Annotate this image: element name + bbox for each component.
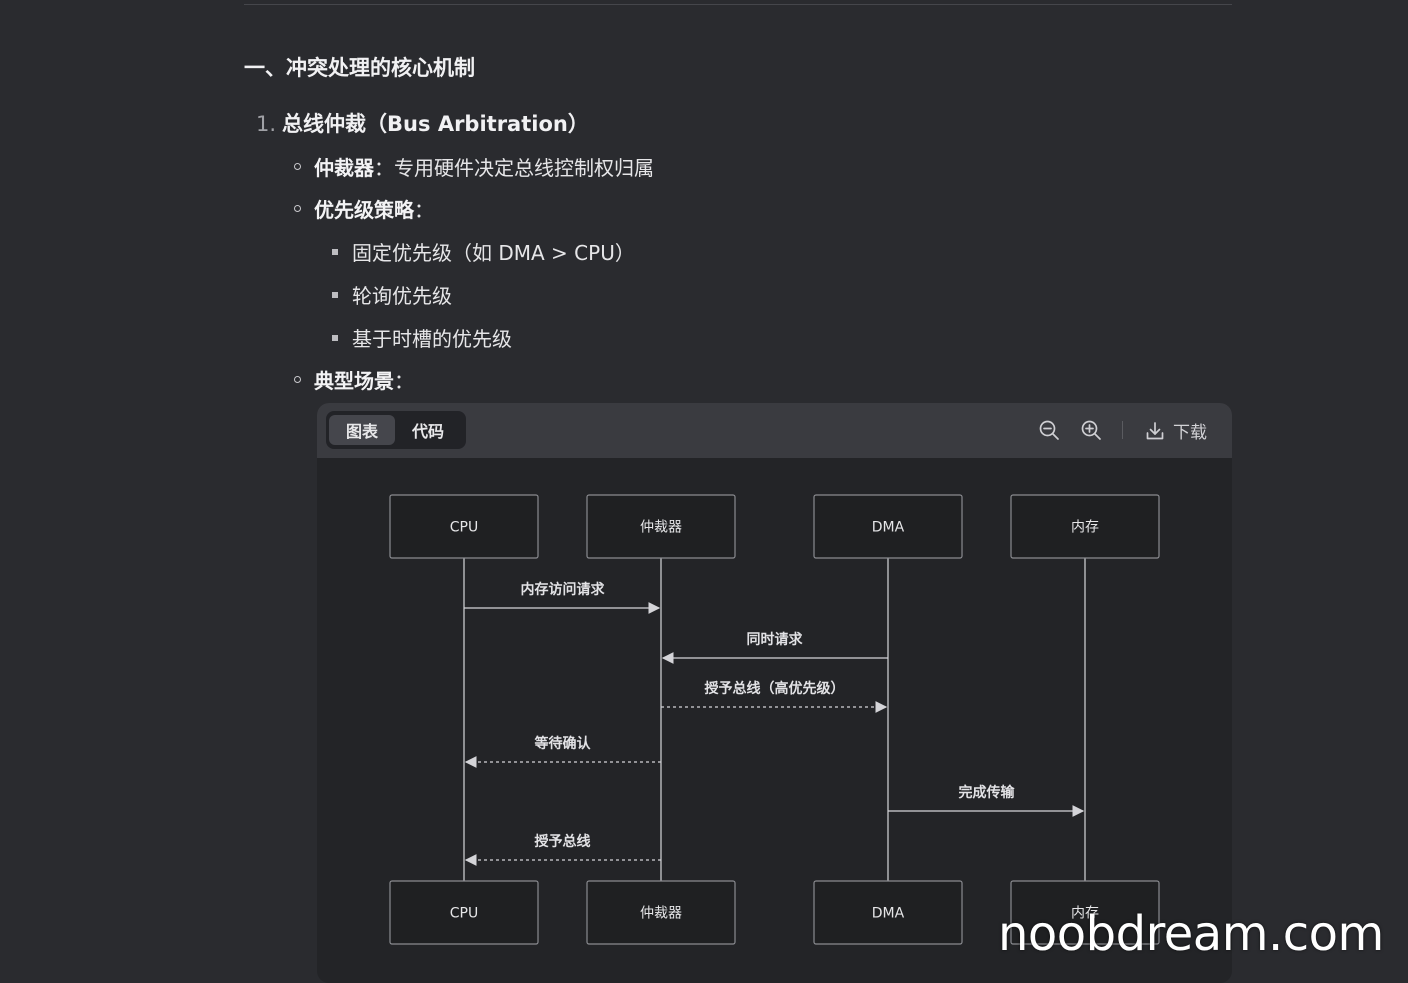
section-heading: 一、冲突处理的核心机制: [244, 56, 475, 80]
tab-chart[interactable]: 图表: [329, 415, 395, 445]
sub-bullet-round-robin: 轮询优先级: [332, 280, 452, 309]
bullet-text: ：: [394, 369, 414, 393]
participant-label: 内存: [1071, 520, 1099, 536]
list-item-title: 总线仲裁（Bus Arbitration）: [282, 112, 589, 136]
bullet-text: ：: [414, 198, 434, 222]
participant-rect: [389, 880, 539, 945]
sub-bullet-text: 基于时槽的优先级: [352, 327, 512, 351]
participant-box: 内存: [1010, 494, 1160, 559]
bullet-item-scenario: 典型场景：: [294, 365, 414, 394]
message-label: 授予总线（高优先级）: [705, 680, 845, 697]
sub-bullet-text: 轮询优先级: [352, 284, 452, 308]
circle-bullet-icon: [294, 376, 301, 383]
tab-code[interactable]: 代码: [411, 422, 444, 441]
bullet-item-arbiter: 仲裁器：专用硬件决定总线控制权归属: [294, 152, 654, 181]
bullet-term: 优先级策略: [314, 198, 414, 222]
participant-rect: [813, 494, 963, 559]
sub-bullet-fixed: 固定优先级（如 DMA > CPU）: [332, 237, 635, 266]
participant-box: CPU: [389, 494, 539, 559]
participant-box: CPU: [389, 880, 539, 945]
message-label: 完成传输: [959, 784, 1016, 801]
participant-label: CPU: [450, 520, 478, 536]
participant-box: 内存: [1010, 880, 1160, 945]
participant-rect: [1010, 880, 1160, 945]
download-button[interactable]: 下载: [1145, 418, 1207, 443]
diagram-toolbar: 图表 代码 下载: [317, 403, 1232, 458]
zoom-in-icon[interactable]: [1080, 419, 1102, 441]
participant-label: DMA: [872, 906, 905, 922]
participant-box: 仲裁器: [586, 494, 736, 559]
message-label: 等待确认: [535, 735, 592, 752]
participant-label: DMA: [872, 520, 905, 536]
square-bullet-icon: [332, 334, 338, 341]
participant-rect: [389, 494, 539, 559]
list-number: 1.: [256, 112, 277, 136]
participant-box: 仲裁器: [586, 880, 736, 945]
circle-bullet-icon: [294, 163, 301, 170]
bullet-text: ：专用硬件决定总线控制权归属: [374, 156, 654, 180]
bullet-item-priority: 优先级策略：: [294, 194, 434, 223]
sub-bullet-text: 固定优先级（如 DMA > CPU）: [352, 241, 635, 265]
top-divider: [244, 4, 1232, 5]
watermark: noobdream.com: [998, 906, 1384, 962]
download-icon: [1146, 421, 1164, 439]
square-bullet-icon: [332, 291, 338, 298]
square-bullet-icon: [332, 248, 338, 255]
participant-label: 内存: [1071, 906, 1099, 922]
download-label: 下载: [1173, 423, 1207, 443]
message-label: 同时请求: [747, 631, 804, 648]
participant-rect: [586, 494, 736, 559]
ordered-list-item: 1.总线仲裁（Bus Arbitration）: [256, 108, 589, 138]
participant-label: 仲裁器: [640, 520, 682, 536]
participant-label: 仲裁器: [640, 906, 682, 922]
diagram-card: 图表 代码 下载 CPU 仲裁器: [317, 403, 1232, 983]
participant-rect: [1010, 494, 1160, 559]
participant-rect: [813, 880, 963, 945]
sub-bullet-timeslot: 基于时槽的优先级: [332, 323, 512, 352]
toolbar-divider: [1122, 421, 1123, 439]
participant-box: DMA: [813, 880, 963, 945]
participant-rect: [586, 880, 736, 945]
bullet-term: 仲裁器: [314, 156, 374, 180]
participant-box: DMA: [813, 494, 963, 559]
message-label: 授予总线: [535, 833, 591, 850]
view-toggle: 图表 代码: [326, 411, 466, 449]
bullet-term: 典型场景: [314, 369, 394, 393]
zoom-out-icon[interactable]: [1038, 419, 1060, 441]
message-label: 内存访问请求: [521, 581, 606, 598]
circle-bullet-icon: [294, 205, 301, 212]
participant-label: CPU: [450, 906, 478, 922]
